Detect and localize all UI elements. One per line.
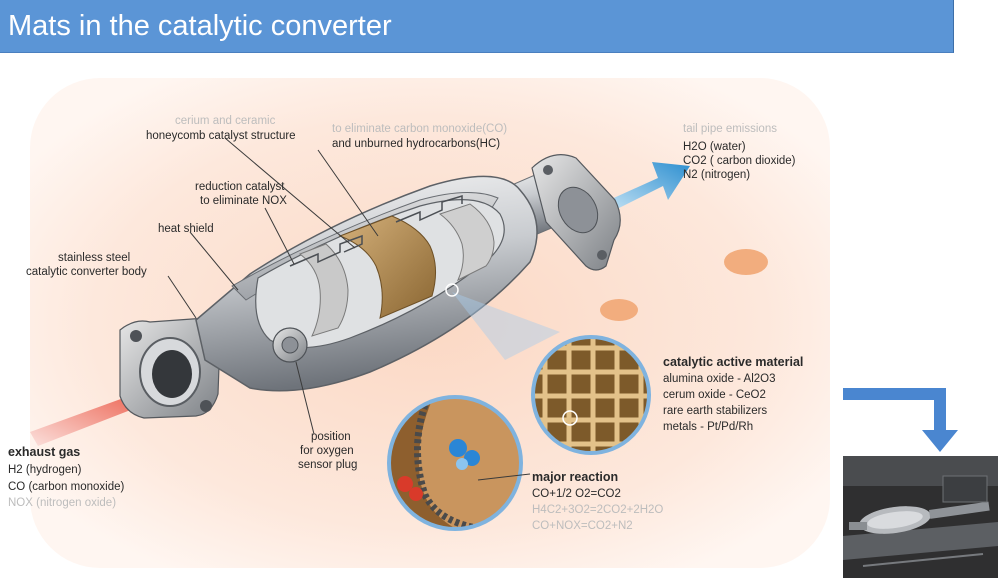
label-honeycomb-top: cerium and ceramic (175, 115, 276, 127)
label-active-title: catalytic active material (663, 355, 804, 369)
elbow-arrow-icon (843, 388, 958, 452)
label-sensor-3: sensor plug (298, 459, 358, 471)
label-reaction-3: CO+NOX=CO2+N2 (532, 520, 633, 532)
orange-blob (600, 299, 638, 321)
label-tailpipe-2: CO2 ( carbon dioxide) (683, 155, 796, 167)
ceramic-mat (338, 215, 436, 319)
label-exhaust-2: CO (carbon monoxide) (8, 481, 125, 493)
title-bar: Mats in the catalytic converter (0, 0, 954, 53)
label-reduction-2: to eliminate NOX (200, 195, 287, 207)
label-tailpipe-title: tail pipe emissions (683, 123, 777, 135)
label-exhaust-1: H2 (hydrogen) (8, 464, 82, 476)
label-reaction-title: major reaction (532, 470, 619, 484)
label-oxidation-top: to eliminate carbon monoxide(CO) (332, 123, 508, 135)
honeycomb-callout (533, 337, 649, 453)
reaction-callout (389, 397, 521, 529)
label-reaction-2: H4C2+3O2=2CO2+2H2O (532, 504, 664, 516)
label-active-3: rare earth stabilizers (663, 405, 768, 417)
label-sensor-2: for oxygen (300, 445, 354, 457)
photo-thumbnail-art (843, 456, 998, 578)
blue-arrow-icon (596, 162, 690, 216)
label-body-2: catalytic converter body (26, 266, 147, 278)
label-honeycomb: honeycomb catalyst structure (146, 130, 296, 142)
label-active-2: cerum oxide - CeO2 (663, 389, 766, 401)
label-sensor-1: position (311, 431, 351, 443)
label-exhaust-title: exhaust gas (8, 445, 81, 459)
installed-converter-photo (843, 456, 998, 578)
orange-blob (724, 249, 768, 275)
label-active-1: alumina oxide - Al2O3 (663, 373, 776, 385)
slide-title: Mats in the catalytic converter (8, 10, 392, 42)
label-oxidation: and unburned hydrocarbons(HC) (332, 138, 501, 150)
label-active-4: metals - Pt/Pd/Rh (663, 421, 754, 433)
label-tailpipe-1: H2O (water) (683, 141, 746, 153)
label-body-1: stainless steel (58, 252, 131, 264)
label-heat-shield: heat shield (158, 223, 214, 235)
label-reduction-1: reduction catalyst (195, 181, 285, 193)
label-exhaust-3: NOX (nitrogen oxide) (8, 497, 117, 509)
label-tailpipe-3: N2 (nitrogen) (683, 169, 751, 181)
label-reaction-1: CO+1/2 O2=CO2 (532, 488, 621, 500)
